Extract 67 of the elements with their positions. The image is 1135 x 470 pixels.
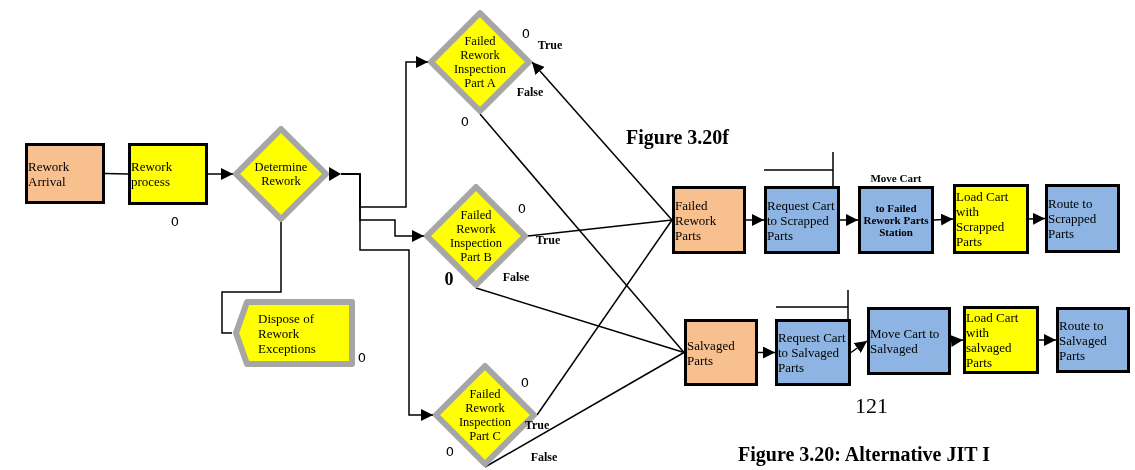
arrow bbox=[950, 335, 964, 347]
module-label: Failed Rework Inspection Part A bbox=[452, 34, 508, 90]
arrow bbox=[850, 340, 868, 354]
branch-label: True bbox=[524, 417, 550, 433]
process-box bbox=[1056, 307, 1130, 373]
module-label: Rework process bbox=[131, 159, 174, 189]
module-label: Route to Scrapped Parts bbox=[1048, 196, 1098, 241]
module-label: Route to Salvaged Parts bbox=[1059, 317, 1108, 363]
page-number: 121 bbox=[855, 393, 888, 419]
process-box bbox=[953, 184, 1029, 254]
process-box bbox=[128, 143, 208, 205]
process-box bbox=[684, 319, 758, 386]
module-label: Rework Arrival bbox=[28, 158, 71, 189]
process-box bbox=[775, 319, 851, 386]
module-label: Salvaged Parts bbox=[687, 337, 736, 368]
counter-value: 0 bbox=[444, 268, 454, 290]
connector-line bbox=[527, 219, 673, 237]
connector-line bbox=[475, 287, 685, 354]
arrow bbox=[207, 168, 234, 180]
module-heading: Move Cart bbox=[870, 172, 922, 184]
connector-line bbox=[484, 351, 685, 468]
branch-label: False bbox=[530, 449, 558, 465]
module-label: Determine Rework bbox=[253, 160, 309, 188]
arrow bbox=[531, 61, 673, 221]
process-box bbox=[867, 307, 951, 375]
counter-value: 0 bbox=[170, 213, 180, 229]
counter-value: 0 bbox=[521, 25, 531, 41]
module-label: Dispose of Rework Exceptions bbox=[257, 310, 317, 356]
counter-value: 0 bbox=[357, 349, 367, 365]
arrow bbox=[745, 214, 765, 226]
decision-diamond bbox=[233, 126, 329, 222]
process-box bbox=[1045, 184, 1120, 253]
arrow bbox=[933, 213, 954, 226]
figure-label: Figure 3.20f bbox=[626, 126, 729, 149]
arrow bbox=[1038, 334, 1057, 346]
arrow bbox=[340, 173, 434, 421]
module-label: to Failed Rework Parts Station bbox=[862, 202, 930, 238]
process-box bbox=[25, 143, 105, 204]
dispose-shape bbox=[232, 298, 356, 368]
module-label: Load Cart with salvaged Parts bbox=[966, 310, 1020, 370]
branch-label: True bbox=[537, 37, 563, 53]
module-label: Move Cart to Salvaged bbox=[870, 326, 941, 356]
module-label: Request Cart to Salvaged Parts bbox=[778, 330, 847, 375]
module-label: Load Cart with Scrapped Parts bbox=[956, 189, 1010, 249]
connector-line bbox=[221, 221, 282, 334]
module-label: Request Cart to Scrapped Parts bbox=[767, 197, 836, 243]
module-label: Failed Rework Parts bbox=[675, 197, 718, 243]
connector-line bbox=[536, 219, 673, 416]
arrow bbox=[757, 346, 776, 359]
process-box bbox=[963, 306, 1039, 374]
arrow bbox=[1028, 212, 1046, 225]
module-label: Failed Rework Inspection Part B bbox=[448, 208, 504, 264]
connector-line bbox=[104, 172, 129, 175]
counter-value: 0 bbox=[520, 374, 530, 390]
process-box bbox=[764, 186, 840, 254]
process-box bbox=[672, 186, 746, 254]
branch-label: False bbox=[502, 269, 530, 285]
counter-value: 0 bbox=[517, 200, 527, 216]
figure-caption: Figure 3.20: Alternative JIT I bbox=[738, 443, 991, 466]
counter-value: 0 bbox=[445, 443, 455, 459]
branch-label: True bbox=[535, 232, 561, 248]
branch-label: False bbox=[516, 84, 544, 100]
module-label: Failed Rework Inspection Part C bbox=[457, 387, 513, 443]
decision-diamond bbox=[424, 184, 528, 288]
arrow bbox=[839, 214, 859, 226]
counter-value: 0 bbox=[460, 113, 470, 129]
connector-line bbox=[479, 113, 685, 354]
